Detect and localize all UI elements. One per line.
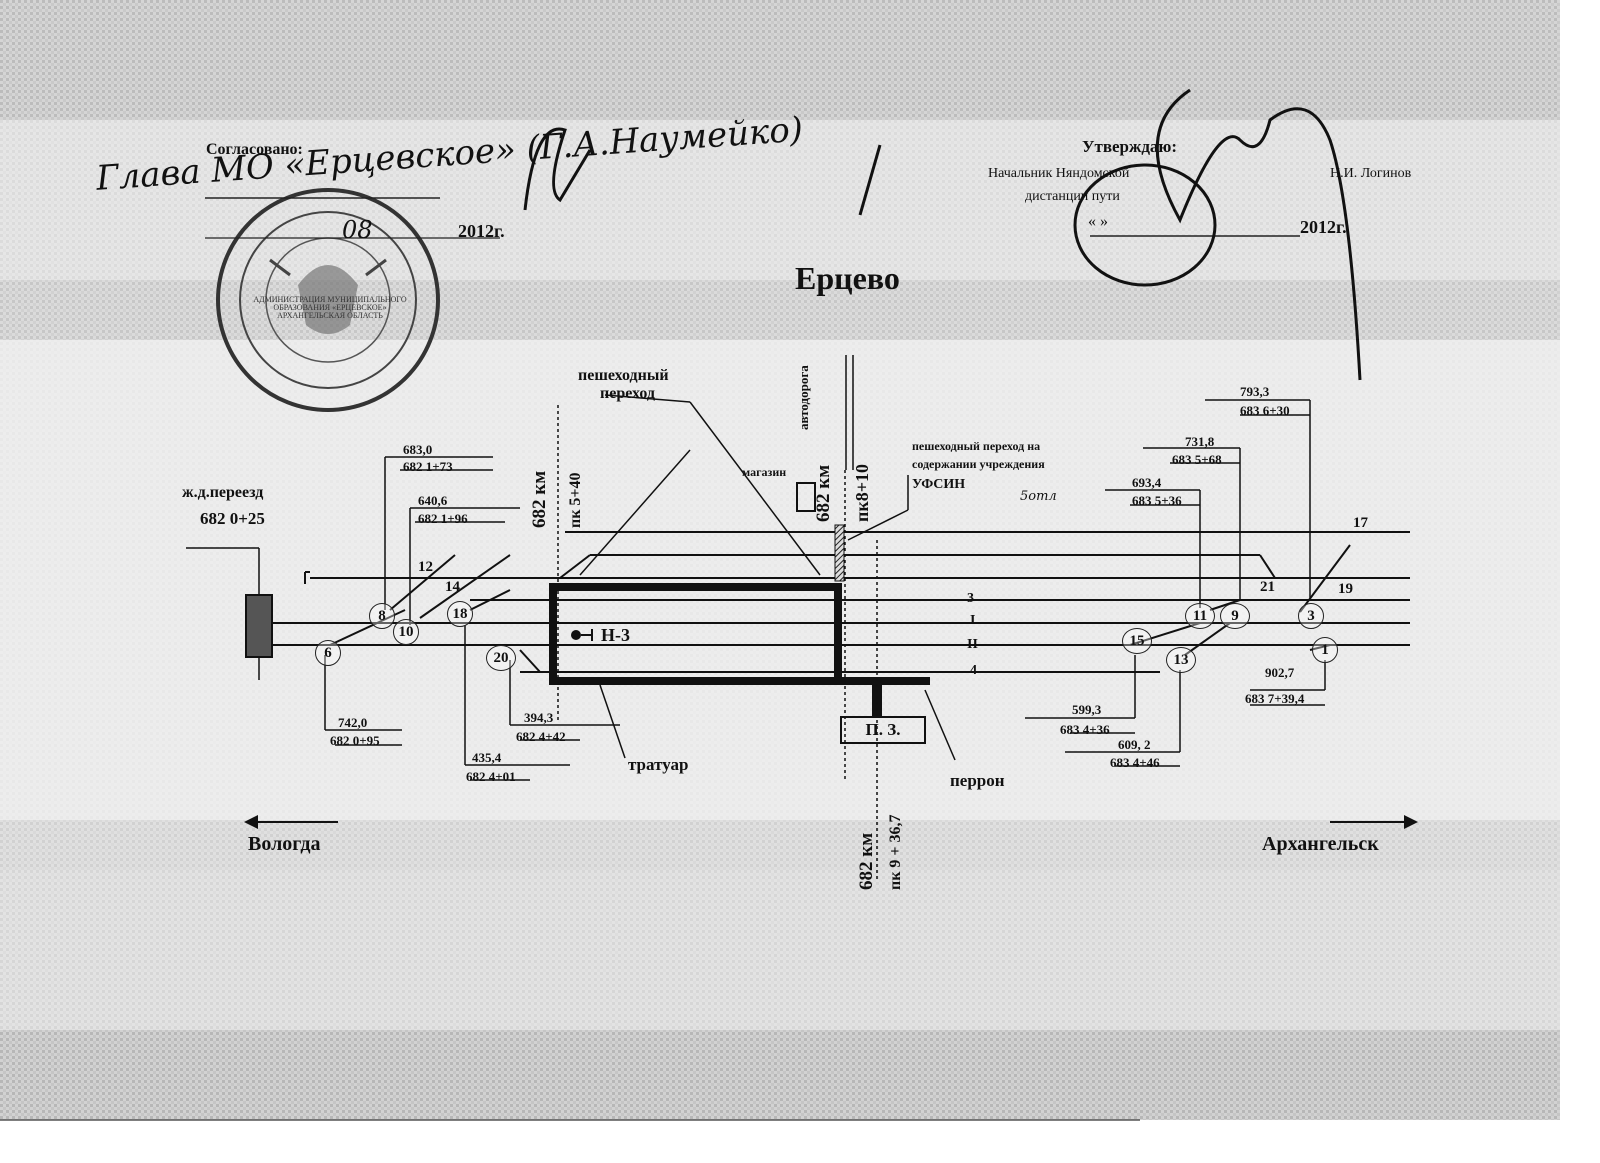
- switch-15: 15: [1122, 628, 1152, 654]
- switch-8: 8: [369, 603, 395, 629]
- km-marker-c: 682 км: [856, 832, 877, 890]
- pk-marker-a: пк 5+40: [567, 472, 584, 528]
- railway-crossing-km: 682 0+25: [200, 509, 265, 528]
- approved-position-line1: Начальник Няндомской: [988, 166, 1130, 181]
- approved-position-line2: дистанции пути: [1025, 189, 1120, 204]
- pk-marker-b: пк8+10: [852, 464, 872, 522]
- station-title: Ерцево: [795, 260, 900, 296]
- ufsin-label-3: УФСИН: [912, 477, 966, 492]
- track-number-14: 14: [445, 579, 460, 595]
- track-number-2: II: [967, 637, 978, 652]
- callout-10-km: 682 1+96: [418, 511, 468, 526]
- direction-left-label: Вологда: [248, 833, 321, 855]
- pk-marker-c: пк 9 + 36,7: [887, 814, 904, 890]
- callout-8-km: 682 1+73: [403, 459, 453, 474]
- callout-20-value: 394,3: [524, 710, 554, 725]
- pedestrian-crossing-label-2: переход: [600, 385, 656, 402]
- callout-9-km: 683 5+68: [1172, 452, 1222, 467]
- approved-date-year: 2012г.: [1300, 217, 1347, 237]
- shop-label: магазин: [742, 465, 787, 479]
- callout-11-value: 693,4: [1132, 475, 1162, 490]
- callout-3-value: 793,3: [1240, 384, 1270, 399]
- switch-1: 1: [1312, 637, 1338, 663]
- signal-h3-label: Н-3: [601, 625, 630, 645]
- approved-heading: Утверждаю:: [1082, 137, 1178, 156]
- track-number-21: 21: [1260, 579, 1275, 595]
- sidewalk-label: тратуар: [628, 755, 689, 774]
- approved-date-quote: « »: [1088, 213, 1108, 230]
- approved-name: Н.И. Логинов: [1330, 166, 1412, 181]
- callout-13-value: 609, 2: [1118, 737, 1151, 752]
- switch-3: 3: [1298, 603, 1324, 629]
- platform-label: перрон: [950, 771, 1005, 790]
- pedestrian-crossing-label-1: пешеходный: [578, 367, 669, 384]
- callout-18-value: 435,4: [472, 750, 502, 765]
- highway-label: автодорога: [796, 365, 811, 430]
- pz-box: П. З.: [840, 716, 926, 744]
- callout-10-value: 640,6: [418, 493, 448, 508]
- official-seal: [216, 188, 440, 412]
- switch-13: 13: [1166, 647, 1196, 673]
- callout-1-value: 902,7: [1265, 665, 1295, 680]
- callout-6-value: 742,0: [338, 715, 368, 730]
- callout-13-km: 683 4+46: [1110, 755, 1160, 770]
- agreed-heading: Согласовано:: [206, 141, 303, 158]
- km-marker-a: 682 км: [529, 470, 550, 528]
- callout-6-km: 682 0+95: [330, 733, 380, 748]
- railway-crossing-label: ж.д.переезд: [182, 484, 264, 501]
- km-marker-b: 682 км: [813, 464, 834, 522]
- callout-11-km: 683 5+36: [1132, 493, 1182, 508]
- callout-20-km: 682 4+42: [516, 729, 566, 744]
- callout-18-km: 682 4+01: [466, 769, 516, 784]
- track-number-19: 19: [1338, 581, 1353, 597]
- switch-20: 20: [486, 645, 516, 671]
- seal-text: АДМИНИСТРАЦИЯ МУНИЦИПАЛЬНОГО ОБРАЗОВАНИЯ…: [253, 295, 407, 320]
- callout-15-value: 599,3: [1072, 702, 1102, 717]
- track-number-12: 12: [418, 559, 433, 575]
- track-number-1: I: [970, 613, 976, 628]
- callout-8-value: 683,0: [403, 442, 433, 457]
- track-number-4: 4: [970, 663, 977, 678]
- switch-11: 11: [1185, 603, 1215, 629]
- switch-9: 9: [1220, 603, 1250, 629]
- switch-10: 10: [393, 619, 419, 645]
- callout-3-km: 683 6+30: [1240, 403, 1290, 418]
- agreed-date-year: 2012г.: [458, 221, 505, 241]
- direction-right-label: Архангельск: [1262, 833, 1379, 855]
- track-number-17: 17: [1353, 515, 1368, 531]
- callout-1-km: 683 7+39,4: [1245, 691, 1305, 706]
- direction-arrows: [244, 815, 1418, 829]
- switch-6: 6: [315, 640, 341, 666]
- ufsin-label-2: содержании учреждения: [912, 457, 1045, 471]
- callout-15-km: 683 4+36: [1060, 722, 1110, 737]
- track-number-3: 3: [967, 591, 974, 606]
- switch-18: 18: [447, 601, 473, 627]
- callout-9-value: 731,8: [1185, 434, 1215, 449]
- agreed-date-day: 08: [342, 216, 373, 244]
- ufsin-handwritten-note: 5отл: [1020, 489, 1057, 504]
- ufsin-label-1: пешеходный переход на: [912, 439, 1041, 453]
